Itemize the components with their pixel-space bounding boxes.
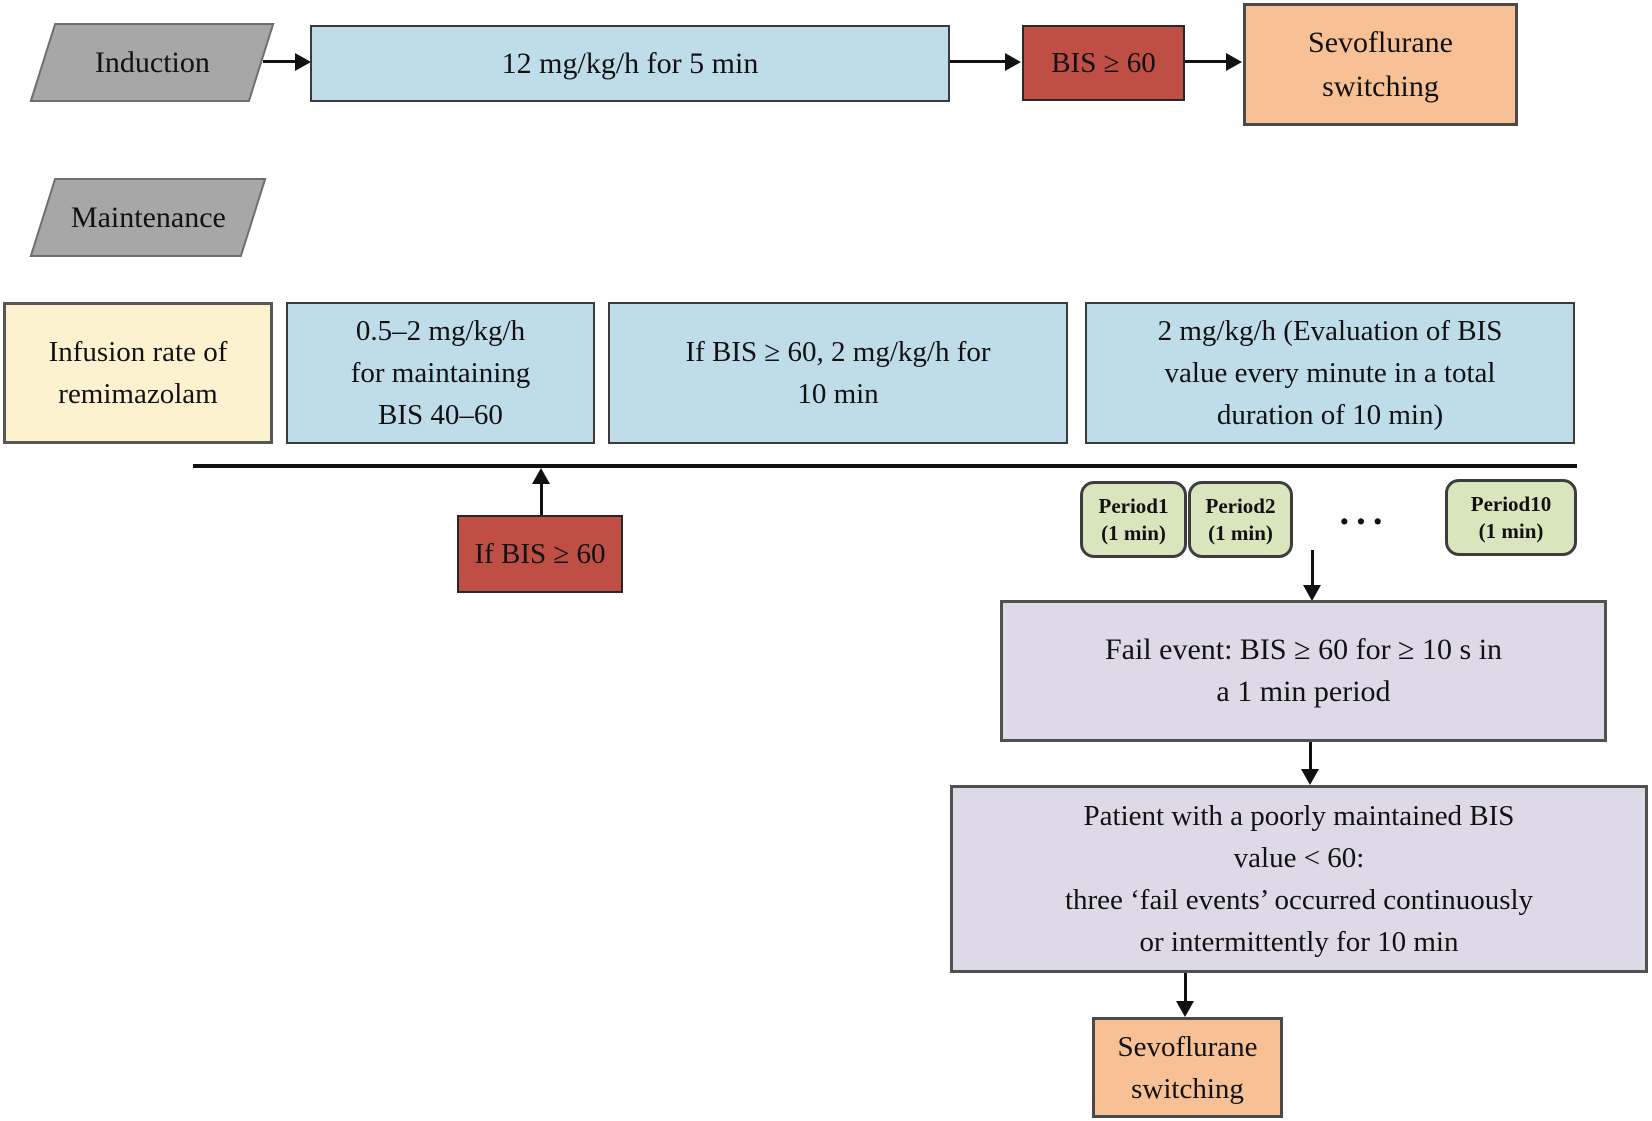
arrow-line-rate-to-bis <box>950 60 1008 63</box>
evaluation-line3: duration of 10 min) <box>1216 399 1444 431</box>
period1-box: Period1 (1 min) <box>1080 481 1187 558</box>
arrow-line-bis-to-sevo <box>1185 60 1229 63</box>
arrowhead-induction-to-rate <box>295 53 311 71</box>
induction-parallelogram: Induction <box>29 23 275 102</box>
induction-rate-box: 12 mg/kg/h for 5 min <box>310 25 950 102</box>
arrow-line-periods-to-fail <box>1311 550 1314 588</box>
sevoflurane-switching-top-box: Sevoflurane switching <box>1243 3 1518 126</box>
fail-event-line2: a 1 min period <box>1216 675 1391 708</box>
period1-duration: (1 min) <box>1101 520 1166 545</box>
maintenance-parallelogram: Maintenance <box>29 178 267 257</box>
sevo-bottom-line2: switching <box>1131 1072 1244 1105</box>
evaluation-rate-box: 2 mg/kg/h (Evaluation of BIS value every… <box>1085 302 1575 444</box>
maintenance-label: Maintenance <box>70 200 226 234</box>
arrowhead-poor-to-sevo <box>1176 1001 1194 1017</box>
evaluation-line1: 2 mg/kg/h (Evaluation of BIS <box>1157 315 1503 347</box>
period10-name: Period10 <box>1470 491 1552 516</box>
arrow-line-fail-to-poor <box>1309 742 1312 772</box>
arrow-line-induction-to-rate <box>263 60 299 63</box>
fail-event-box: Fail event: BIS ≥ 60 for ≥ 10 s in a 1 m… <box>1000 600 1607 742</box>
sevoflurane-switching-bottom-box: Sevoflurane switching <box>1092 1017 1283 1118</box>
if-bis-check-box: If BIS ≥ 60 <box>457 515 623 593</box>
period2-box: Period2 (1 min) <box>1188 481 1293 558</box>
arrowhead-rate-to-bis <box>1005 53 1021 71</box>
maint-rate-line1: 0.5–2 mg/kg/h <box>355 315 526 347</box>
induction-rate-label: 12 mg/kg/h for 5 min <box>501 46 759 80</box>
bis-check-label: BIS ≥ 60 <box>1051 46 1156 79</box>
escalation-line1: If BIS ≥ 60, 2 mg/kg/h for <box>685 336 991 368</box>
poorly-maintained-bis-box: Patient with a poorly maintained BIS val… <box>950 785 1648 973</box>
sevo-bottom-line1: Sevoflurane <box>1117 1030 1258 1063</box>
ellipsis-dots: ··· <box>1338 501 1389 543</box>
infusion-line2: remimazolam <box>58 378 218 410</box>
escalation-line2: 10 min <box>797 378 879 410</box>
poor-bis-line4: or intermittently for 10 min <box>1139 926 1459 958</box>
induction-label: Induction <box>94 45 210 79</box>
escalation-rate-box: If BIS ≥ 60, 2 mg/kg/h for 10 min <box>608 302 1068 444</box>
period10-duration: (1 min) <box>1478 518 1544 543</box>
sevo-top-line1: Sevoflurane <box>1308 25 1453 59</box>
poor-bis-line2: value < 60: <box>1233 842 1365 874</box>
maint-rate-line2: for maintaining <box>350 357 531 389</box>
period2-duration: (1 min) <box>1208 520 1273 545</box>
poor-bis-line3: three ‘fail events’ occurred continuousl… <box>1064 884 1534 916</box>
period2-name: Period2 <box>1205 493 1276 518</box>
maintenance-rate-box: 0.5–2 mg/kg/h for maintaining BIS 40–60 <box>286 302 595 444</box>
timeline-line <box>193 464 1577 468</box>
period1-name: Period1 <box>1098 493 1169 518</box>
poor-bis-line1: Patient with a poorly maintained BIS <box>1083 800 1515 832</box>
arrowhead-fail-to-poor <box>1301 769 1319 785</box>
arrow-line-poor-to-sevo <box>1184 973 1187 1004</box>
infusion-rate-label-box: Infusion rate of remimazolam <box>3 302 273 444</box>
bis-check-box: BIS ≥ 60 <box>1022 25 1185 101</box>
period10-box: Period10 (1 min) <box>1445 479 1577 556</box>
evaluation-line2: value every minute in a total <box>1164 357 1496 389</box>
infusion-line1: Infusion rate of <box>48 336 228 368</box>
sevo-top-line2: switching <box>1322 69 1439 103</box>
arrow-line-ifbis-to-timeline <box>540 481 543 515</box>
arrowhead-ifbis-to-timeline <box>532 468 550 484</box>
maint-rate-line3: BIS 40–60 <box>378 399 503 431</box>
arrowhead-bis-to-sevo <box>1226 53 1242 71</box>
if-bis-label: If BIS ≥ 60 <box>474 537 606 570</box>
fail-event-line1: Fail event: BIS ≥ 60 for ≥ 10 s in <box>1104 633 1503 666</box>
arrowhead-periods-to-fail <box>1303 585 1321 601</box>
